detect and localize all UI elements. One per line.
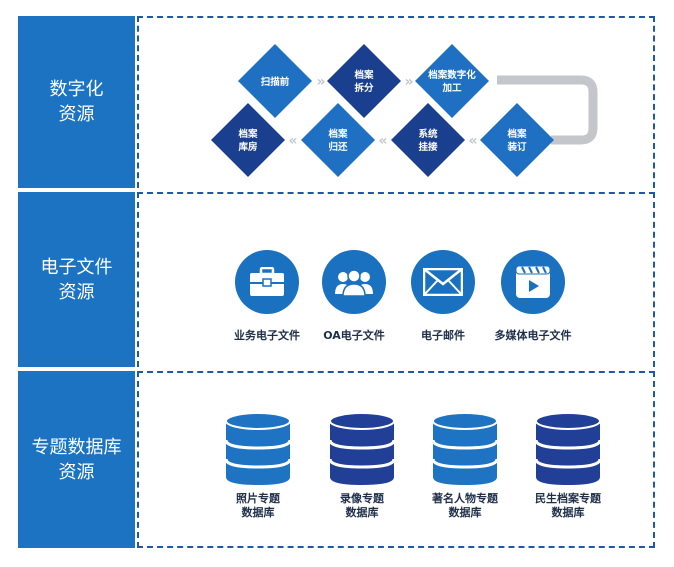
label-line: 数据库 (448, 506, 482, 519)
database-icon (534, 412, 602, 485)
database-label: 民生档案专题 数据库 (535, 492, 601, 520)
database-icon (328, 412, 396, 485)
step-label: 加工 (441, 82, 462, 94)
label-line: 数字化 (49, 79, 104, 100)
step-label: 扫描前 (261, 76, 290, 88)
step-label: 档案数字化 (428, 69, 476, 81)
step-label: 档案 (328, 128, 348, 140)
step-label: 挂接 (418, 141, 438, 153)
users-icon (322, 250, 386, 314)
process-step-mount: 系统 挂接 (391, 103, 465, 177)
digitization-panel: 扫描前 » 档案 拆分 » 档案数字化 加工 档案 装订 (137, 16, 655, 188)
file-label: 电子邮件 (421, 329, 465, 342)
label-line: 资源 (58, 104, 95, 125)
label-line: 数据库 (345, 506, 379, 519)
label-line: 资源 (58, 281, 95, 303)
electronic-files-panel: 业务电子文件 OA电子文件 (137, 192, 655, 367)
envelope-icon (411, 250, 475, 314)
label-line: 著名人物专题 (432, 492, 498, 505)
database-item: 民生档案专题 数据库 (508, 412, 628, 520)
step-label: 归还 (328, 141, 348, 153)
database-label: 录像专题 数据库 (340, 492, 384, 520)
arrow-chevron: « (378, 133, 387, 149)
briefcase-icon (235, 250, 299, 314)
svg-text:«: « (288, 133, 297, 149)
label-line: 录像专题 (340, 492, 384, 505)
step-label: 装订 (506, 141, 527, 153)
step-label: 档案 (507, 128, 527, 140)
process-step-storage: 档案 库房 (211, 103, 285, 177)
arrow-chevron: « (468, 133, 477, 149)
process-step-split: 档案 拆分 (327, 44, 401, 118)
label-line: 资源 (58, 461, 95, 483)
loop-connector (497, 75, 598, 145)
topic-database-label: 专题数据库 资源 (18, 371, 135, 548)
file-item: 电子邮件 (383, 250, 503, 343)
file-item: 业务电子文件 (207, 250, 327, 343)
database-item: 照片专题 数据库 (198, 412, 318, 520)
digitization-label: 数字化 资源 (18, 16, 135, 188)
topic-database-section: 专题数据库 资源 照片专题 数据库 录像专题 (18, 371, 655, 548)
database-icon (431, 412, 499, 485)
step-label: 系统 (418, 128, 438, 140)
electronic-files-section: 电子文件 资源 业务电子文件 (18, 192, 655, 367)
step-label: 档案 (238, 128, 258, 140)
file-label: 多媒体电子文件 (494, 329, 572, 342)
step-label: 拆分 (354, 82, 374, 94)
electronic-files-label: 电子文件 资源 (18, 192, 135, 367)
process-step-bind: 档案 装订 (480, 103, 554, 177)
step-label: 档案 (354, 69, 374, 81)
label-line: 专题数据库 (31, 436, 122, 458)
process-step-scan: 扫描前 (238, 44, 312, 118)
file-item: 多媒体电子文件 (473, 250, 593, 343)
label-line: 数据库 (241, 506, 275, 519)
process-step-return: 档案 归还 (301, 103, 375, 177)
file-label: OA电子文件 (323, 329, 385, 342)
svg-text:«: « (468, 133, 477, 149)
file-item: OA电子文件 (294, 250, 414, 343)
topic-database-panel: 照片专题 数据库 录像专题 数据库 著名 (137, 371, 655, 548)
step-label: 库房 (237, 141, 257, 153)
digitization-section: 数字化 资源 扫描前 » 档案 拆分 » 档案数字 (18, 16, 655, 188)
database-label: 照片专题 数据库 (236, 492, 280, 520)
database-item: 录像专题 数据库 (302, 412, 422, 520)
arrow-chevron: » (404, 74, 413, 90)
video-icon (501, 250, 565, 314)
database-item: 著名人物专题 数据库 (405, 412, 525, 520)
process-flow: 扫描前 » 档案 拆分 » 档案数字化 加工 档案 装订 (211, 44, 598, 177)
svg-text:»: » (316, 74, 325, 90)
label-line: 照片专题 (236, 492, 280, 505)
arrow-chevron: » (316, 74, 325, 90)
database-label: 著名人物专题 数据库 (432, 492, 498, 520)
svg-text:«: « (378, 133, 387, 149)
database-icon (224, 412, 292, 485)
svg-text:»: » (404, 74, 413, 90)
arrow-chevron: « (288, 133, 297, 149)
process-step-digitize: 档案数字化 加工 (415, 44, 489, 118)
label-line: 数据库 (551, 506, 585, 519)
label-line: 电子文件 (40, 256, 113, 278)
label-line: 民生档案专题 (535, 492, 601, 505)
file-label: 业务电子文件 (234, 329, 300, 342)
